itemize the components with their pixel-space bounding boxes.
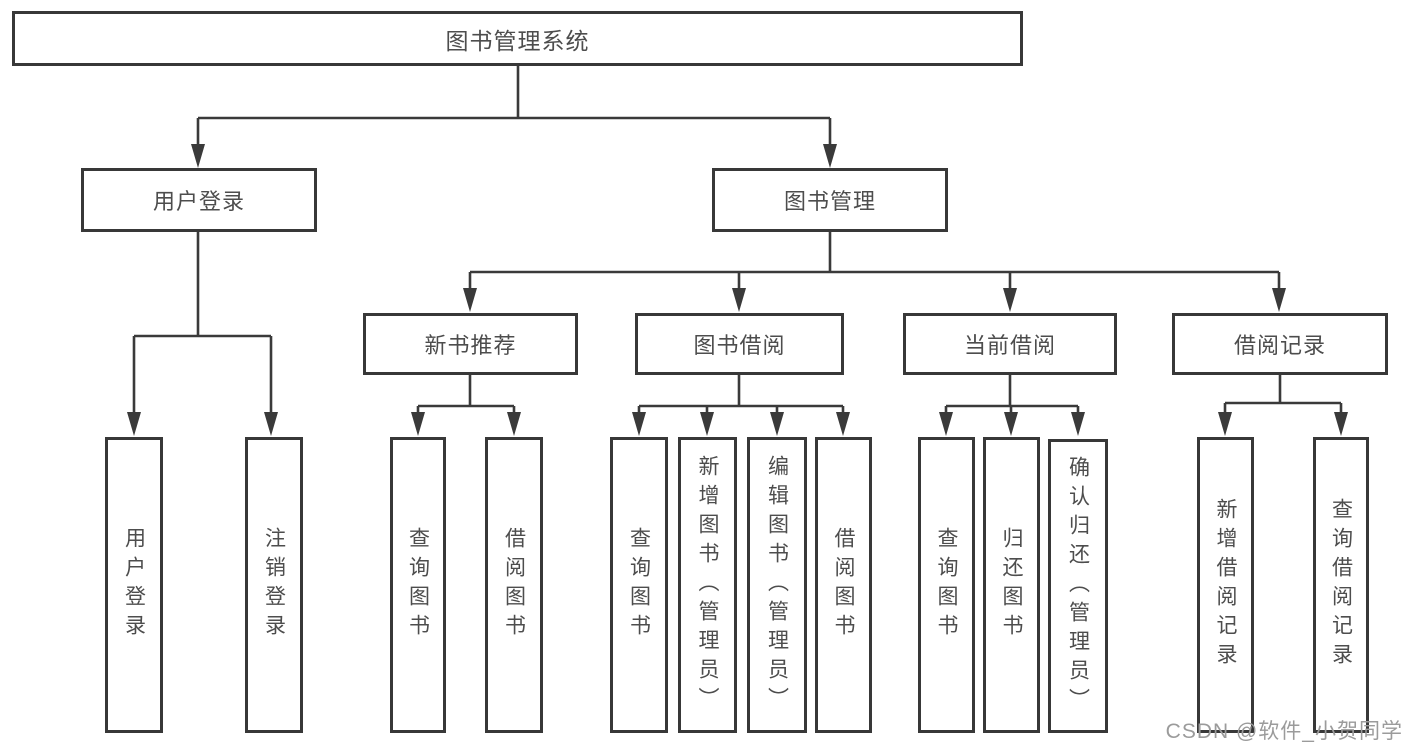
node-book-management: 图书管理 [712, 168, 948, 232]
node-leaf-add-borrow-record: 新增借阅记录 [1197, 437, 1254, 733]
node-user-login: 用户登录 [81, 168, 317, 232]
node-borrow-records: 借阅记录 [1172, 313, 1388, 375]
node-root-label: 图书管理系统 [445, 27, 590, 54]
node-leaf-logout: 注销登录 [245, 437, 303, 733]
node-leaf-borrow-books-label: 借阅图书 [832, 527, 855, 643]
node-leaf-query-borrow-record: 查询借阅记录 [1313, 437, 1369, 733]
node-leaf-query-books-borrow-label: 查询图书 [627, 527, 651, 643]
node-leaf-borrow-books: 借阅图书 [815, 437, 872, 733]
node-leaf-query-books-recommend-label: 查询图书 [406, 527, 430, 643]
node-new-book-recommend: 新书推荐 [363, 313, 578, 375]
node-leaf-confirm-return-admin: 确认归还（管理员） [1048, 439, 1108, 733]
node-leaf-borrow-books-recommend-label: 借阅图书 [502, 527, 526, 643]
node-leaf-query-books-borrow: 查询图书 [610, 437, 668, 733]
node-leaf-query-books-current-label: 查询图书 [935, 527, 958, 643]
node-current-borrow-label: 当前借阅 [963, 333, 1056, 358]
watermark: CSDN @软件_小贺同学 [1165, 720, 1403, 743]
node-current-borrow: 当前借阅 [903, 313, 1117, 375]
node-leaf-user-login-label: 用户登录 [122, 527, 146, 643]
node-book-borrow-label: 图书借阅 [693, 333, 786, 358]
node-leaf-logout-label: 注销登录 [262, 527, 286, 643]
node-leaf-query-books-current: 查询图书 [918, 437, 975, 733]
node-borrow-records-label: 借阅记录 [1233, 333, 1326, 358]
node-leaf-add-books-admin-label: 新增图书（管理员） [696, 454, 719, 716]
node-leaf-add-borrow-record-label: 新增借阅记录 [1214, 498, 1237, 672]
node-leaf-borrow-books-recommend: 借阅图书 [485, 437, 543, 733]
node-leaf-add-books-admin: 新增图书（管理员） [678, 437, 737, 733]
node-new-book-recommend-label: 新书推荐 [424, 333, 517, 358]
node-leaf-user-login: 用户登录 [105, 437, 163, 733]
node-leaf-return-books-label: 归还图书 [1000, 527, 1023, 643]
arrowheads [127, 144, 1348, 436]
node-leaf-query-borrow-record-label: 查询借阅记录 [1329, 498, 1353, 672]
node-leaf-edit-books-admin-label: 编辑图书（管理员） [765, 454, 789, 716]
node-leaf-edit-books-admin: 编辑图书（管理员） [747, 437, 807, 733]
node-leaf-query-books-recommend: 查询图书 [390, 437, 446, 733]
node-leaf-return-books: 归还图书 [983, 437, 1040, 733]
node-user-login-label: 用户登录 [152, 189, 245, 214]
node-leaf-confirm-return-admin-label: 确认归还（管理员） [1066, 455, 1090, 717]
node-book-borrow: 图书借阅 [635, 313, 844, 375]
node-root: 图书管理系统 [12, 11, 1023, 66]
node-book-management-label: 图书管理 [783, 189, 876, 214]
